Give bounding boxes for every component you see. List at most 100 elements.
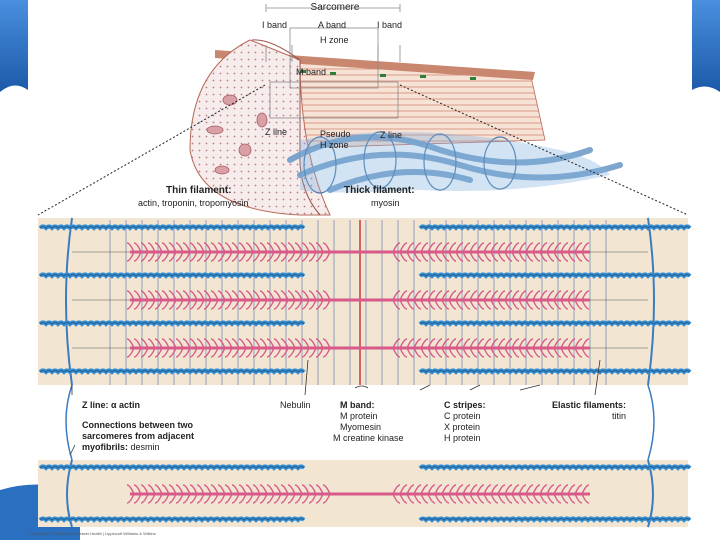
myosin-head xyxy=(224,242,233,253)
myosin-head xyxy=(455,251,464,262)
myosin-head xyxy=(196,493,205,504)
myosin-head xyxy=(182,242,191,253)
myosin-head xyxy=(161,251,170,262)
myosin-head xyxy=(161,299,170,310)
myosin-head xyxy=(434,484,443,495)
thick-filament-title: Thick filament: xyxy=(344,185,415,196)
myosin-head xyxy=(427,251,436,262)
myosin-head xyxy=(245,242,254,253)
myosin-head xyxy=(203,347,212,358)
myosin-head xyxy=(469,299,478,310)
myosin-head xyxy=(189,484,198,495)
myosin-head xyxy=(392,347,401,358)
myosin-head xyxy=(448,251,457,262)
myosin-head xyxy=(217,484,226,495)
myosin-head xyxy=(168,484,177,495)
myosin-head xyxy=(168,299,177,310)
myosin-head xyxy=(252,493,261,504)
myosin-head xyxy=(434,347,443,358)
myosin-head xyxy=(280,299,289,310)
myosin-head xyxy=(294,299,303,310)
myosin-head xyxy=(392,242,401,253)
myosin-head xyxy=(483,484,492,495)
myosin-head xyxy=(154,484,163,495)
myosin-head xyxy=(399,347,408,358)
myosin-head xyxy=(238,484,247,495)
myosin-head xyxy=(231,251,240,262)
myosin-head xyxy=(462,242,471,253)
myosin-head xyxy=(245,290,254,301)
myosin-head xyxy=(147,242,156,253)
myosin-head xyxy=(511,338,520,349)
myosin-head xyxy=(539,338,548,349)
myosin-head xyxy=(581,251,590,262)
myosin-head xyxy=(294,338,303,349)
myosin-head xyxy=(420,493,429,504)
myosin-head xyxy=(140,242,149,253)
myosin-head xyxy=(245,251,254,262)
myosin-head xyxy=(133,484,142,495)
myosin-head xyxy=(301,251,310,262)
m-band-item: M creatine kinase xyxy=(333,433,404,443)
myosin-head xyxy=(224,290,233,301)
myosin-head xyxy=(322,251,331,262)
myosin-head xyxy=(175,290,184,301)
myosin-head xyxy=(273,251,282,262)
myosin-head xyxy=(252,299,261,310)
myosin-head xyxy=(476,338,485,349)
myosin-head xyxy=(126,493,135,504)
myosin-head xyxy=(581,493,590,504)
myosin-head xyxy=(420,242,429,253)
myosin-head xyxy=(154,338,163,349)
myosin-head xyxy=(196,338,205,349)
myosin-head xyxy=(448,347,457,358)
myosin-head xyxy=(294,484,303,495)
myosin-head xyxy=(182,299,191,310)
myosin-head xyxy=(168,251,177,262)
myosin-head xyxy=(189,290,198,301)
myosin-head xyxy=(392,299,401,310)
thin-filament-core xyxy=(39,370,305,373)
myosin-head xyxy=(126,299,135,310)
myosin-head xyxy=(462,338,471,349)
thin-filament-desc: actin, troponin, tropomyosin xyxy=(138,198,249,208)
myosin-head xyxy=(266,493,275,504)
myosin-head xyxy=(546,242,555,253)
myosin-head xyxy=(441,299,450,310)
myosin-head xyxy=(539,251,548,262)
myosin-head xyxy=(406,251,415,262)
myosin-head xyxy=(574,338,583,349)
myosin-head xyxy=(245,338,254,349)
myosin-head xyxy=(224,251,233,262)
myosin-head xyxy=(168,242,177,253)
myosin-head xyxy=(567,299,576,310)
myosin-head xyxy=(497,484,506,495)
myosin-head xyxy=(161,484,170,495)
myosin-head xyxy=(315,338,324,349)
myosin-head xyxy=(574,242,583,253)
myosin-head xyxy=(147,338,156,349)
myosin-head xyxy=(448,299,457,310)
myosin-head xyxy=(287,242,296,253)
myosin-head xyxy=(140,347,149,358)
myosin-head xyxy=(469,242,478,253)
myosin-head xyxy=(273,338,282,349)
myosin-head xyxy=(273,493,282,504)
myosin-head xyxy=(441,242,450,253)
myosin-head xyxy=(273,347,282,358)
myosin-head xyxy=(553,347,562,358)
myosin-head xyxy=(567,484,576,495)
myosin-head xyxy=(126,484,135,495)
myosin-head xyxy=(518,242,527,253)
myosin-head xyxy=(147,290,156,301)
myosin-head xyxy=(553,338,562,349)
myosin-head xyxy=(462,484,471,495)
myosin-head xyxy=(280,493,289,504)
myosin-head xyxy=(231,338,240,349)
myosin-head xyxy=(427,493,436,504)
myosin-head xyxy=(182,347,191,358)
myosin-head xyxy=(518,290,527,301)
myosin-head xyxy=(539,484,548,495)
myosin-head xyxy=(399,251,408,262)
myosin-head xyxy=(210,493,219,504)
